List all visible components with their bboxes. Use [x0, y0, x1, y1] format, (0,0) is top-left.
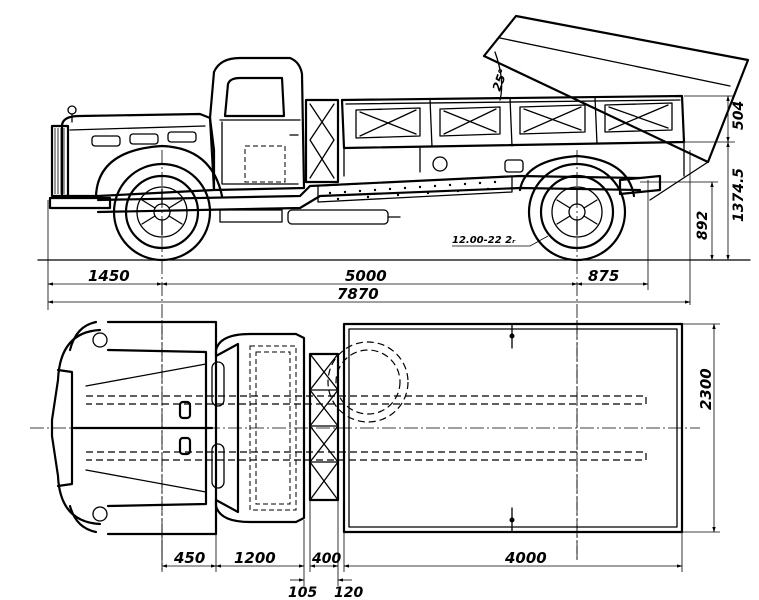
top-frame-rails [86, 395, 647, 461]
front-wheel [112, 162, 212, 262]
dim-105: 105 [288, 585, 317, 600]
front-overhang-dim: 1450 [88, 267, 130, 285]
dim-450: 450 [173, 549, 205, 567]
tipped-body-outline [482, 14, 750, 201]
radiator-grille [50, 124, 70, 198]
top-width-dimension [682, 323, 720, 533]
cab-window [223, 76, 286, 118]
side-horizontal-dimensions [47, 282, 691, 304]
hood-vent-left [178, 400, 192, 420]
cab-rear-frame [304, 98, 340, 184]
front-bumper [48, 196, 112, 210]
hydraulic-cylinder [287, 209, 389, 225]
top-cab [211, 332, 306, 524]
side-view: 12.00-22 2ᵣ 25° 1450 5000 875 7870 504 1… [37, 14, 751, 570]
front-fender [94, 144, 224, 198]
dim-1200: 1200 [234, 549, 276, 567]
top-spare-wheel [327, 341, 409, 423]
tipping-angle-label: 25° [490, 67, 511, 93]
frame-height-dim: 892 [695, 211, 711, 240]
width-dim: 2300 [697, 368, 715, 410]
hood-vent-right [178, 436, 192, 456]
top-front-fenders [50, 320, 108, 534]
tire-size-label: 12.00-22 2ᵣ [452, 235, 516, 246]
cab-door [221, 121, 299, 185]
dim-120: 120 [334, 585, 363, 600]
side-vertical-dimensions [640, 95, 735, 261]
fuel-tank [219, 209, 283, 223]
top-bottom-dimensions [161, 500, 683, 586]
hood [48, 105, 216, 210]
top-view: 2300 450 1200 400 4000 105 120 [30, 320, 720, 600]
cab [208, 56, 306, 192]
top-ladder-frame [308, 352, 340, 502]
floor-height-dim: 1374.5 [731, 168, 747, 222]
top-hood [72, 320, 240, 536]
headlamp [67, 105, 77, 115]
body-side-height-dim: 504 [731, 101, 747, 130]
tipper-body [340, 94, 686, 177]
chassis-frame [96, 174, 642, 225]
dim-4000: 4000 [504, 549, 547, 567]
overall-length-dim: 7870 [337, 285, 379, 303]
rear-wheel [527, 162, 627, 262]
rear-bumper [618, 174, 662, 196]
dim-400: 400 [311, 551, 341, 567]
top-cargo-box [342, 322, 684, 534]
rear-overhang-dim: 875 [588, 267, 619, 285]
wheelbase-dim: 5000 [345, 267, 387, 285]
tire-size-leader [452, 235, 549, 247]
tipping-angle-arc [494, 51, 503, 101]
frame-rivets [328, 180, 497, 201]
